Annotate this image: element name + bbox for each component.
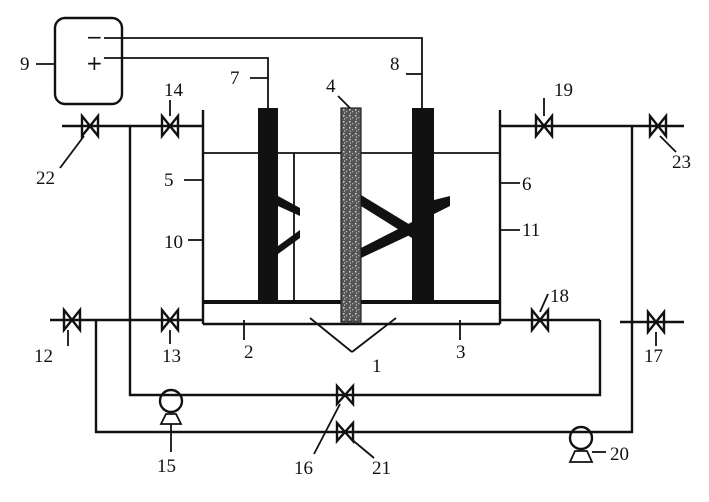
valve-18: [530, 306, 550, 334]
negative-wire: [104, 37, 423, 108]
membrane-column: [340, 107, 362, 323]
pump-15-body: [158, 388, 184, 414]
label-23: 23: [672, 152, 691, 173]
valve-12-body: [62, 306, 82, 334]
label-5: 5: [164, 170, 174, 191]
label-13: 13: [162, 346, 181, 367]
label-22: 22: [36, 168, 55, 189]
pump-15: [158, 388, 184, 425]
label-14: 14: [164, 80, 184, 101]
leader-22: [59, 135, 85, 169]
leader-1a: [309, 317, 353, 353]
label-3: 3: [456, 342, 466, 363]
valve-21: [335, 419, 355, 445]
leader-lines: [36, 63, 677, 459]
valve-19-body: [534, 112, 554, 140]
label-4: 4: [326, 76, 336, 97]
leader-23: [659, 135, 677, 153]
dc-power-supply: − +: [53, 16, 124, 106]
particle-electrode-right: [361, 195, 412, 238]
valve-22: [80, 112, 100, 140]
leader-21: [349, 437, 375, 459]
part-labels: 9 7 4 8 14 19 22 23 5 6 10 11 18 12 13 2…: [20, 54, 691, 479]
leader-1b: [351, 317, 397, 353]
label-18: 18: [550, 286, 569, 307]
pump-20-body: [568, 425, 594, 451]
label-17: 17: [644, 346, 663, 367]
label-6: 6: [522, 174, 532, 195]
label-12: 12: [34, 346, 53, 367]
valve-14-body: [160, 112, 180, 140]
label-2: 2: [244, 342, 254, 363]
positive-wire: [104, 57, 269, 108]
recirculation-loop-1: [128, 126, 602, 397]
valve-23-body: [648, 112, 668, 140]
power-supply-box: [53, 16, 124, 106]
label-11: 11: [522, 220, 540, 241]
pump-20-base: [568, 450, 594, 463]
pump-20: [568, 425, 594, 463]
leader-4: [337, 95, 351, 109]
label-10: 10: [164, 232, 183, 253]
particle-electrode-right-3: [434, 196, 450, 214]
label-1: 1: [372, 356, 382, 377]
recirculation-loop-2: [94, 126, 634, 434]
negative-terminal-sign: −: [86, 25, 103, 49]
label-19: 19: [554, 80, 573, 101]
valve-12: [62, 306, 82, 334]
particle-electrode-left: [278, 196, 300, 216]
leader-16: [313, 403, 341, 455]
particle-electrode-right-2: [361, 222, 412, 258]
valve-16-body: [335, 382, 355, 408]
valve-17-body: [646, 308, 666, 336]
valve-13: [160, 306, 180, 334]
valve-23: [648, 112, 668, 140]
pump-15-base: [159, 413, 183, 425]
label-20: 20: [610, 444, 629, 465]
valve-13-body: [160, 306, 180, 334]
particle-electrode-left-2: [278, 230, 300, 254]
label-7: 7: [230, 68, 240, 89]
valve-22-body: [80, 112, 100, 140]
anode-electrode: [258, 108, 278, 302]
valve-21-body: [335, 419, 355, 445]
valve-19: [534, 112, 554, 140]
valve-16: [335, 382, 355, 408]
label-21: 21: [372, 458, 391, 479]
cathode-electrode: [412, 108, 434, 302]
label-16: 16: [294, 458, 313, 479]
positive-terminal-sign: +: [86, 51, 103, 75]
valve-18-body: [530, 306, 550, 334]
leader-18: [539, 293, 549, 313]
label-15: 15: [157, 456, 176, 477]
label-9: 9: [20, 54, 30, 75]
valve-17: [646, 308, 666, 336]
valve-14: [160, 112, 180, 140]
label-8: 8: [390, 54, 400, 75]
